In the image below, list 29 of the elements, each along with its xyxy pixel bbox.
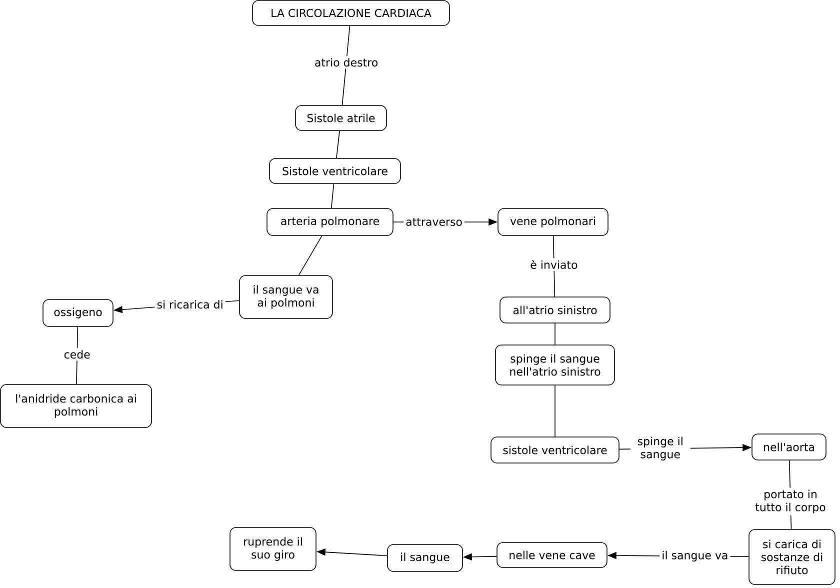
connector-line bbox=[336, 130, 340, 158]
edge-label: è inviato bbox=[528, 258, 580, 271]
concept-box: spinge il sangue nell'atrio sinistro bbox=[495, 344, 615, 386]
concept-box: nelle vene cave bbox=[496, 542, 608, 568]
edge-label: atrio destro bbox=[312, 56, 380, 69]
concept-box: Sistole atrile bbox=[295, 105, 387, 131]
edge-label: spinge il sangue bbox=[630, 434, 690, 462]
edge-label: il sangue va bbox=[660, 548, 730, 564]
concept-box: Sistole ventricolare bbox=[269, 158, 401, 184]
connector-line bbox=[554, 385, 556, 437]
connector-line bbox=[330, 184, 334, 208]
concept-box: all'atrio sinistro bbox=[500, 296, 610, 324]
edge-label: attraverso bbox=[404, 216, 464, 228]
connector-line bbox=[554, 323, 556, 345]
edge-label: cede bbox=[62, 348, 92, 361]
connector-line bbox=[298, 236, 322, 276]
concept-box: il sangue va ai polmoni bbox=[239, 275, 333, 319]
edge-label: si ricarica di bbox=[154, 298, 226, 311]
concept-box: sistole ventricolare bbox=[490, 436, 620, 464]
concept-box: arteria polmonare bbox=[266, 208, 394, 236]
concept-box: ossigeno bbox=[42, 299, 114, 327]
concept-box: vene polmonari bbox=[498, 208, 608, 236]
concept-box: LA CIRCOLAZIONE CARDIACA bbox=[252, 0, 450, 26]
edge-label: portato in tutto il corpo bbox=[750, 488, 830, 516]
concept-box: l'anidride carbonica ai polmoni bbox=[0, 384, 152, 428]
concept-box: ruprende il suo giro bbox=[230, 527, 316, 571]
concept-box: nell'aorta bbox=[752, 434, 826, 460]
concept-box: il sangue bbox=[387, 544, 463, 572]
concept-box: si carica di sostanze di rifiuto bbox=[748, 529, 836, 585]
